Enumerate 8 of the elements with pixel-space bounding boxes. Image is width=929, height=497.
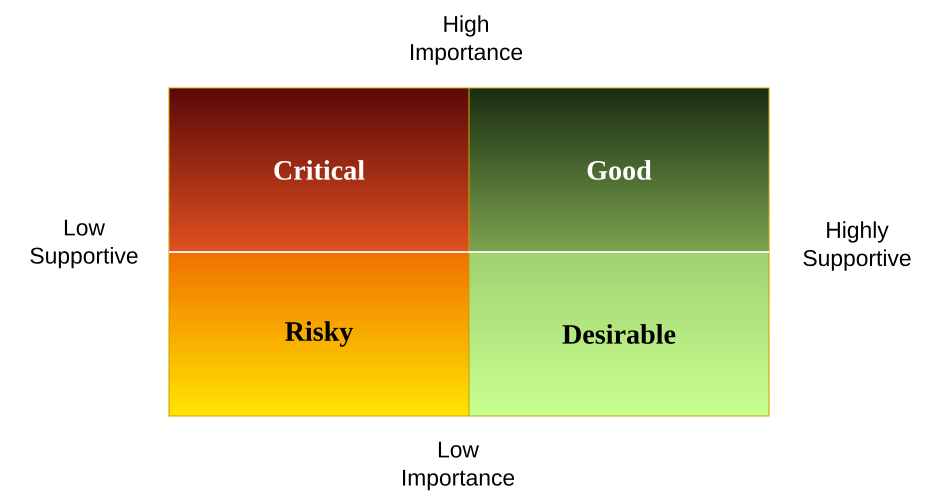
quadrant-box: Critical — [168, 87, 470, 253]
axis-label: Low Importance — [403, 442, 514, 490]
quadrant-box: Risky — [168, 251, 470, 417]
axis-label: Highly Supportive — [803, 221, 911, 271]
axis-label: High Importance — [411, 15, 522, 65]
axis-label: Low Supportive — [30, 220, 138, 268]
quadrant-box: Desirable — [468, 251, 770, 417]
quadrant-box: Good — [468, 87, 770, 253]
